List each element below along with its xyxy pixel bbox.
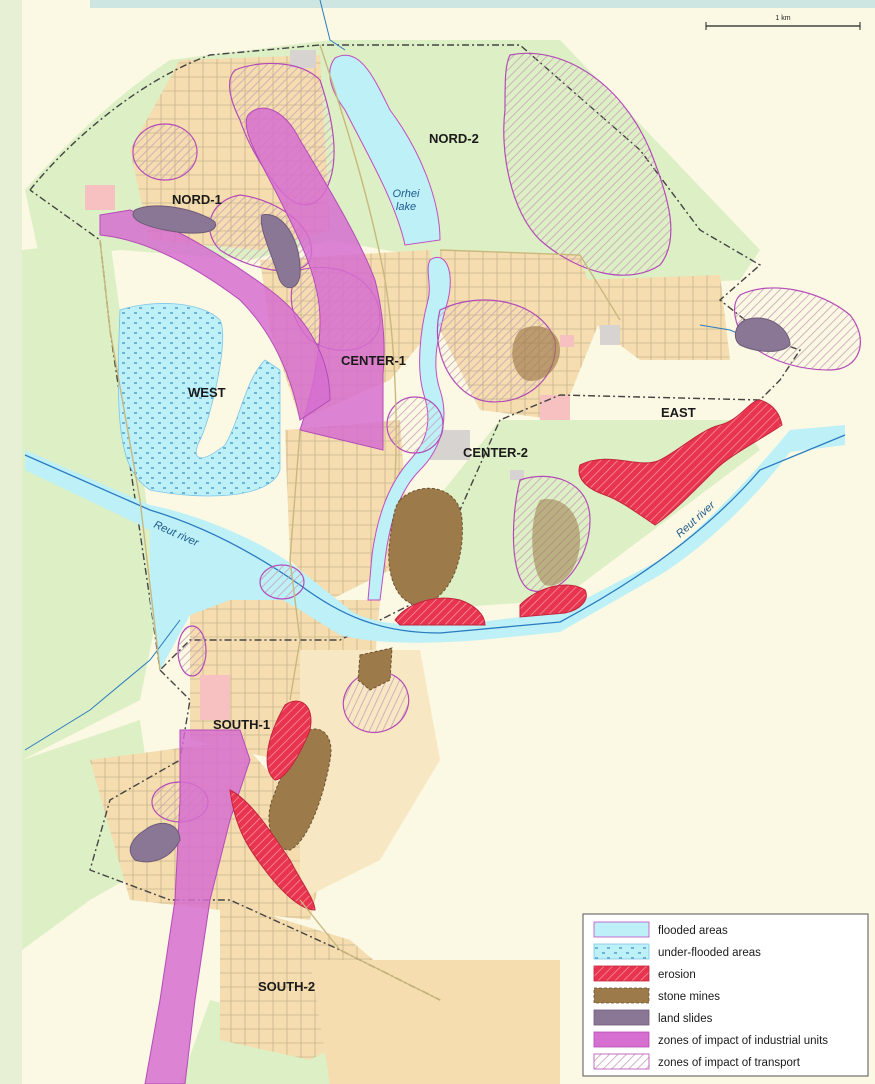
- legend: flooded areas under-flooded areas erosio…: [582, 913, 869, 1077]
- legend-label: erosion: [658, 969, 696, 981]
- orhei-lake: [329, 54, 441, 246]
- erosion-zones: [229, 399, 783, 911]
- district-label-east: EAST: [661, 405, 696, 420]
- legend-label: land slides: [658, 1013, 713, 1025]
- left-edge-strip: [0, 0, 22, 1084]
- legend-label: under-flooded areas: [658, 947, 761, 959]
- pink-blocks: [85, 185, 574, 720]
- stone-mines: [268, 326, 580, 851]
- industrial-impact-zones: [99, 107, 385, 1084]
- district-label-west: WEST: [188, 385, 226, 400]
- legend-item-erosion: erosion: [593, 965, 696, 982]
- scale-label: 1 km: [775, 15, 790, 22]
- stream-line-southwest: [24, 619, 181, 751]
- legend-item-flooded: flooded areas: [593, 921, 728, 938]
- reut-river-line: [24, 434, 846, 634]
- legend-item-industrial: zones of impact of industrial units: [593, 1031, 828, 1048]
- legend-label: zones of impact of industrial units: [658, 1035, 828, 1047]
- scale-bar: 1 km: [705, 15, 861, 30]
- top-strip: [90, 0, 875, 8]
- flood-plain-west: [150, 520, 290, 670]
- legend-item-stone-mines: stone mines: [593, 987, 720, 1004]
- lake-label-line1: Orhei: [393, 188, 420, 200]
- under-flooded-areas: [117, 303, 281, 497]
- reut-river-west: [25, 425, 845, 643]
- legend-label: zones of impact of transport: [658, 1057, 801, 1069]
- district-label-center1: CENTER-1: [341, 353, 406, 368]
- legend-label: flooded areas: [658, 925, 728, 937]
- district-label-nord2: NORD-2: [429, 131, 479, 146]
- district-label-south1: SOUTH-1: [213, 717, 270, 732]
- district-label-center2: CENTER-2: [463, 445, 528, 460]
- legend-label: stone mines: [658, 991, 720, 1003]
- legend-item-land-slides: land slides: [593, 1009, 713, 1026]
- legend-item-under-flooded: under-flooded areas: [593, 943, 761, 960]
- roads: [99, 44, 621, 1001]
- district-labels: NORD-1 NORD-2 WEST CENTER-1 CENTER-2 EAS…: [172, 131, 696, 994]
- lake-label-line2: lake: [396, 201, 416, 213]
- district-label-nord1: NORD-1: [172, 192, 222, 207]
- legend-item-transport: zones of impact of transport: [593, 1053, 801, 1070]
- district-label-south2: SOUTH-2: [258, 979, 315, 994]
- land-slides: [129, 205, 791, 863]
- stream-line-north: [319, 0, 346, 51]
